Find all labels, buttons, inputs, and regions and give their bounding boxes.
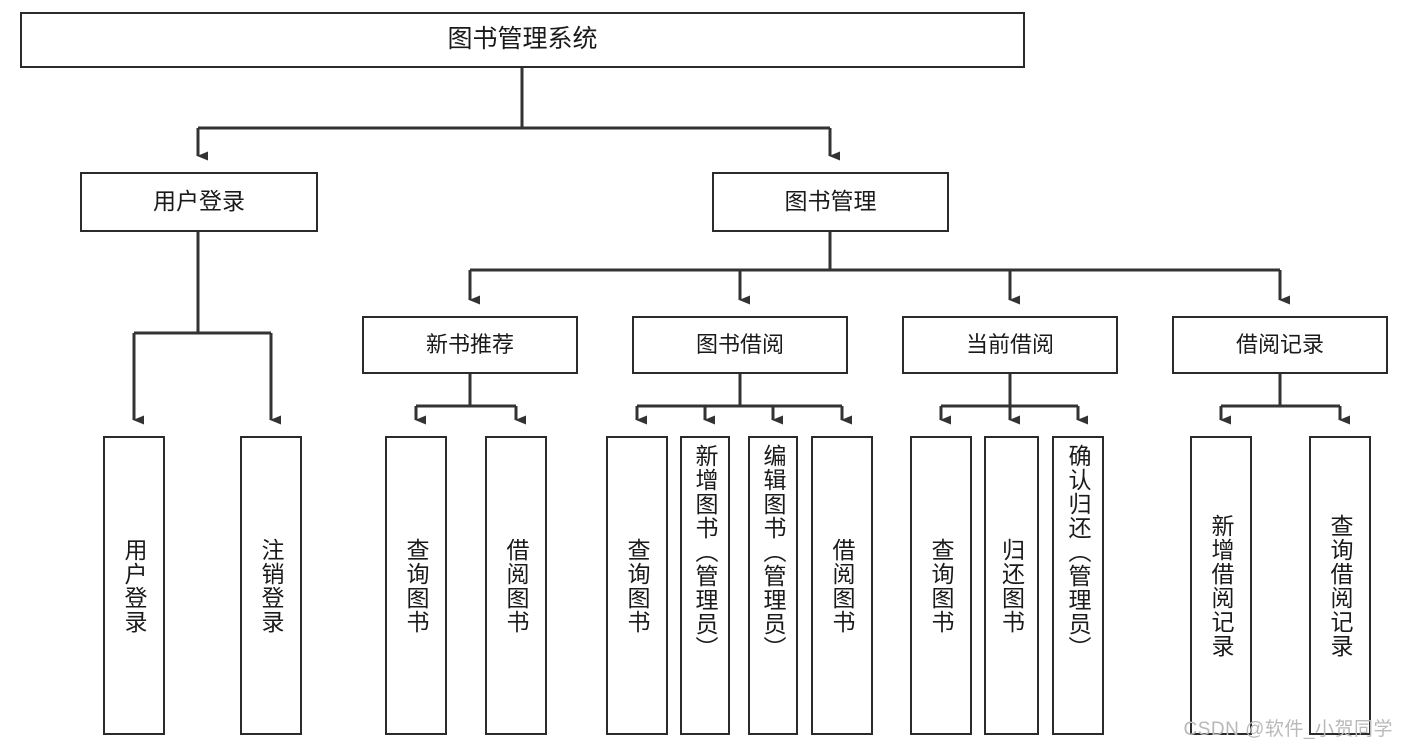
node-borrowing-records[interactable]: 借阅记录 <box>1172 316 1388 374</box>
node-book-borrowing[interactable]: 图书借阅 <box>632 316 848 374</box>
node-label: 新增图书（管理员） <box>692 444 719 660</box>
node-label: 查询图书 <box>624 537 651 634</box>
node-new-book-recommendation[interactable]: 新书推荐 <box>362 316 578 374</box>
node-label: 查询图书 <box>928 537 955 634</box>
leaf-logout[interactable]: 注销登录 <box>240 436 302 735</box>
node-label: 用户登录 <box>153 188 245 215</box>
node-label: 借阅记录 <box>1235 331 1324 357</box>
leaf-add-borrow-record[interactable]: 新增借阅记录 <box>1190 436 1252 735</box>
node-label: 新书推荐 <box>425 331 514 357</box>
node-label: 当前借阅 <box>965 331 1054 357</box>
leaf-add-book-admin[interactable]: 新增图书（管理员） <box>680 436 730 735</box>
node-label: 查询借阅记录 <box>1327 513 1354 658</box>
node-label: 归还图书 <box>998 537 1025 634</box>
leaf-query-borrow-record[interactable]: 查询借阅记录 <box>1309 436 1371 735</box>
node-label: 图书管理 <box>784 188 877 215</box>
leaf-user-login[interactable]: 用户登录 <box>103 436 165 735</box>
leaf-borrow-books[interactable]: 借阅图书 <box>811 436 873 735</box>
node-label: 新增借阅记录 <box>1208 513 1235 658</box>
node-book-management[interactable]: 图书管理 <box>712 172 949 232</box>
leaf-query-books-recommend[interactable]: 查询图书 <box>385 436 447 735</box>
node-label: 借阅图书 <box>503 537 530 634</box>
leaf-query-books-borrow[interactable]: 查询图书 <box>606 436 668 735</box>
node-label: 注销登录 <box>258 537 285 634</box>
node-label: 图书借阅 <box>695 331 784 357</box>
node-label: 查询图书 <box>403 537 430 634</box>
leaf-edit-book-admin[interactable]: 编辑图书（管理员） <box>748 436 798 735</box>
leaf-return-books[interactable]: 归还图书 <box>984 436 1039 735</box>
node-label: 图书管理系统 <box>447 25 598 54</box>
node-user-login[interactable]: 用户登录 <box>80 172 318 232</box>
node-label: 借阅图书 <box>829 537 856 634</box>
node-label: 编辑图书（管理员） <box>760 444 787 660</box>
leaf-query-books-current[interactable]: 查询图书 <box>910 436 972 735</box>
leaf-borrow-books-recommend[interactable]: 借阅图书 <box>485 436 547 735</box>
node-current-borrowing[interactable]: 当前借阅 <box>902 316 1118 374</box>
node-root-book-management-system[interactable]: 图书管理系统 <box>20 12 1025 68</box>
leaf-confirm-return-admin[interactable]: 确认归还（管理员） <box>1052 436 1104 735</box>
node-label: 确认归还（管理员） <box>1065 444 1092 660</box>
node-label: 用户登录 <box>121 537 148 634</box>
